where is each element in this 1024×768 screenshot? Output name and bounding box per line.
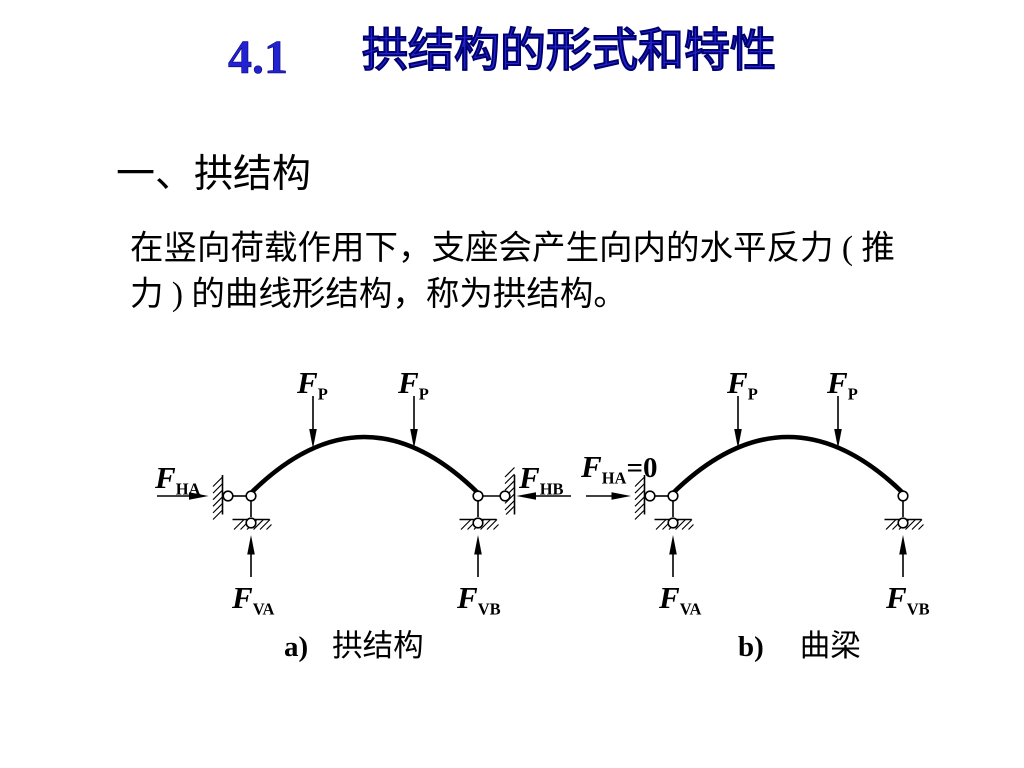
body-paragraph: 在竖向荷载作用下，支座会产生向内的水平反力 ( 推 力 ) 的曲线形结构，称为拱… bbox=[130, 226, 1010, 317]
caption-b-text: 曲梁 bbox=[799, 629, 861, 663]
caption-a: a) 拱结构 bbox=[284, 621, 424, 665]
diagram-a-arch-structure: FP FP FHA FHB FVA FVB bbox=[154, 365, 571, 619]
label-fha-zero: FHA=0 bbox=[580, 449, 657, 488]
title-section-number: 4.1 bbox=[228, 31, 289, 84]
page-title: 拱结构的形式和特性 bbox=[362, 25, 777, 76]
caption-a-letter: a) bbox=[284, 631, 309, 663]
load-arrow-fp-b-left bbox=[734, 396, 742, 449]
reaction-arrow-fvb-a bbox=[474, 535, 482, 577]
label-fva-a: FVA bbox=[231, 580, 274, 619]
diagram-b-curved-beam: FHA=0 FP FP FVA FVB bbox=[580, 365, 930, 619]
caption-a-text: 拱结构 bbox=[332, 629, 424, 663]
reaction-arrow-fva-a bbox=[247, 535, 255, 577]
caption-b: b) 曲梁 bbox=[738, 621, 861, 665]
load-arrow-fp-b-right bbox=[834, 396, 842, 449]
reaction-arrow-fha bbox=[157, 492, 209, 500]
label-fha: FHA bbox=[154, 460, 201, 499]
arch-curve-a bbox=[249, 434, 480, 495]
label-fhb: FHB bbox=[518, 460, 564, 499]
arch-curve-b bbox=[671, 434, 905, 495]
label-fvb-b: FVB bbox=[885, 580, 930, 619]
load-arrow-fp-a-right bbox=[410, 396, 418, 449]
load-arrow-fp-a-left bbox=[309, 396, 317, 449]
reaction-arrow-fva-b bbox=[669, 535, 677, 577]
body-line-1: 在竖向荷载作用下，支座会产生向内的水平反力 ( 推 bbox=[130, 230, 895, 267]
reaction-arrow-fhb bbox=[516, 492, 571, 500]
label-fp-a-left: FP bbox=[296, 365, 328, 404]
label-fp-a-right: FP bbox=[397, 365, 429, 404]
caption-b-letter: b) bbox=[738, 631, 764, 663]
reaction-arrow-fha-zero bbox=[586, 492, 631, 500]
reaction-arrow-fvb-b bbox=[899, 535, 907, 577]
label-fp-b-right: FP bbox=[826, 365, 858, 404]
body-line-2: 力 ) 的曲线形结构，称为拱结构。 bbox=[130, 275, 627, 313]
label-fva-b: FVA bbox=[658, 580, 701, 619]
label-fp-b-left: FP bbox=[726, 365, 758, 404]
section-heading: 一、拱结构 bbox=[116, 153, 312, 196]
label-fvb-a: FVB bbox=[456, 580, 501, 619]
